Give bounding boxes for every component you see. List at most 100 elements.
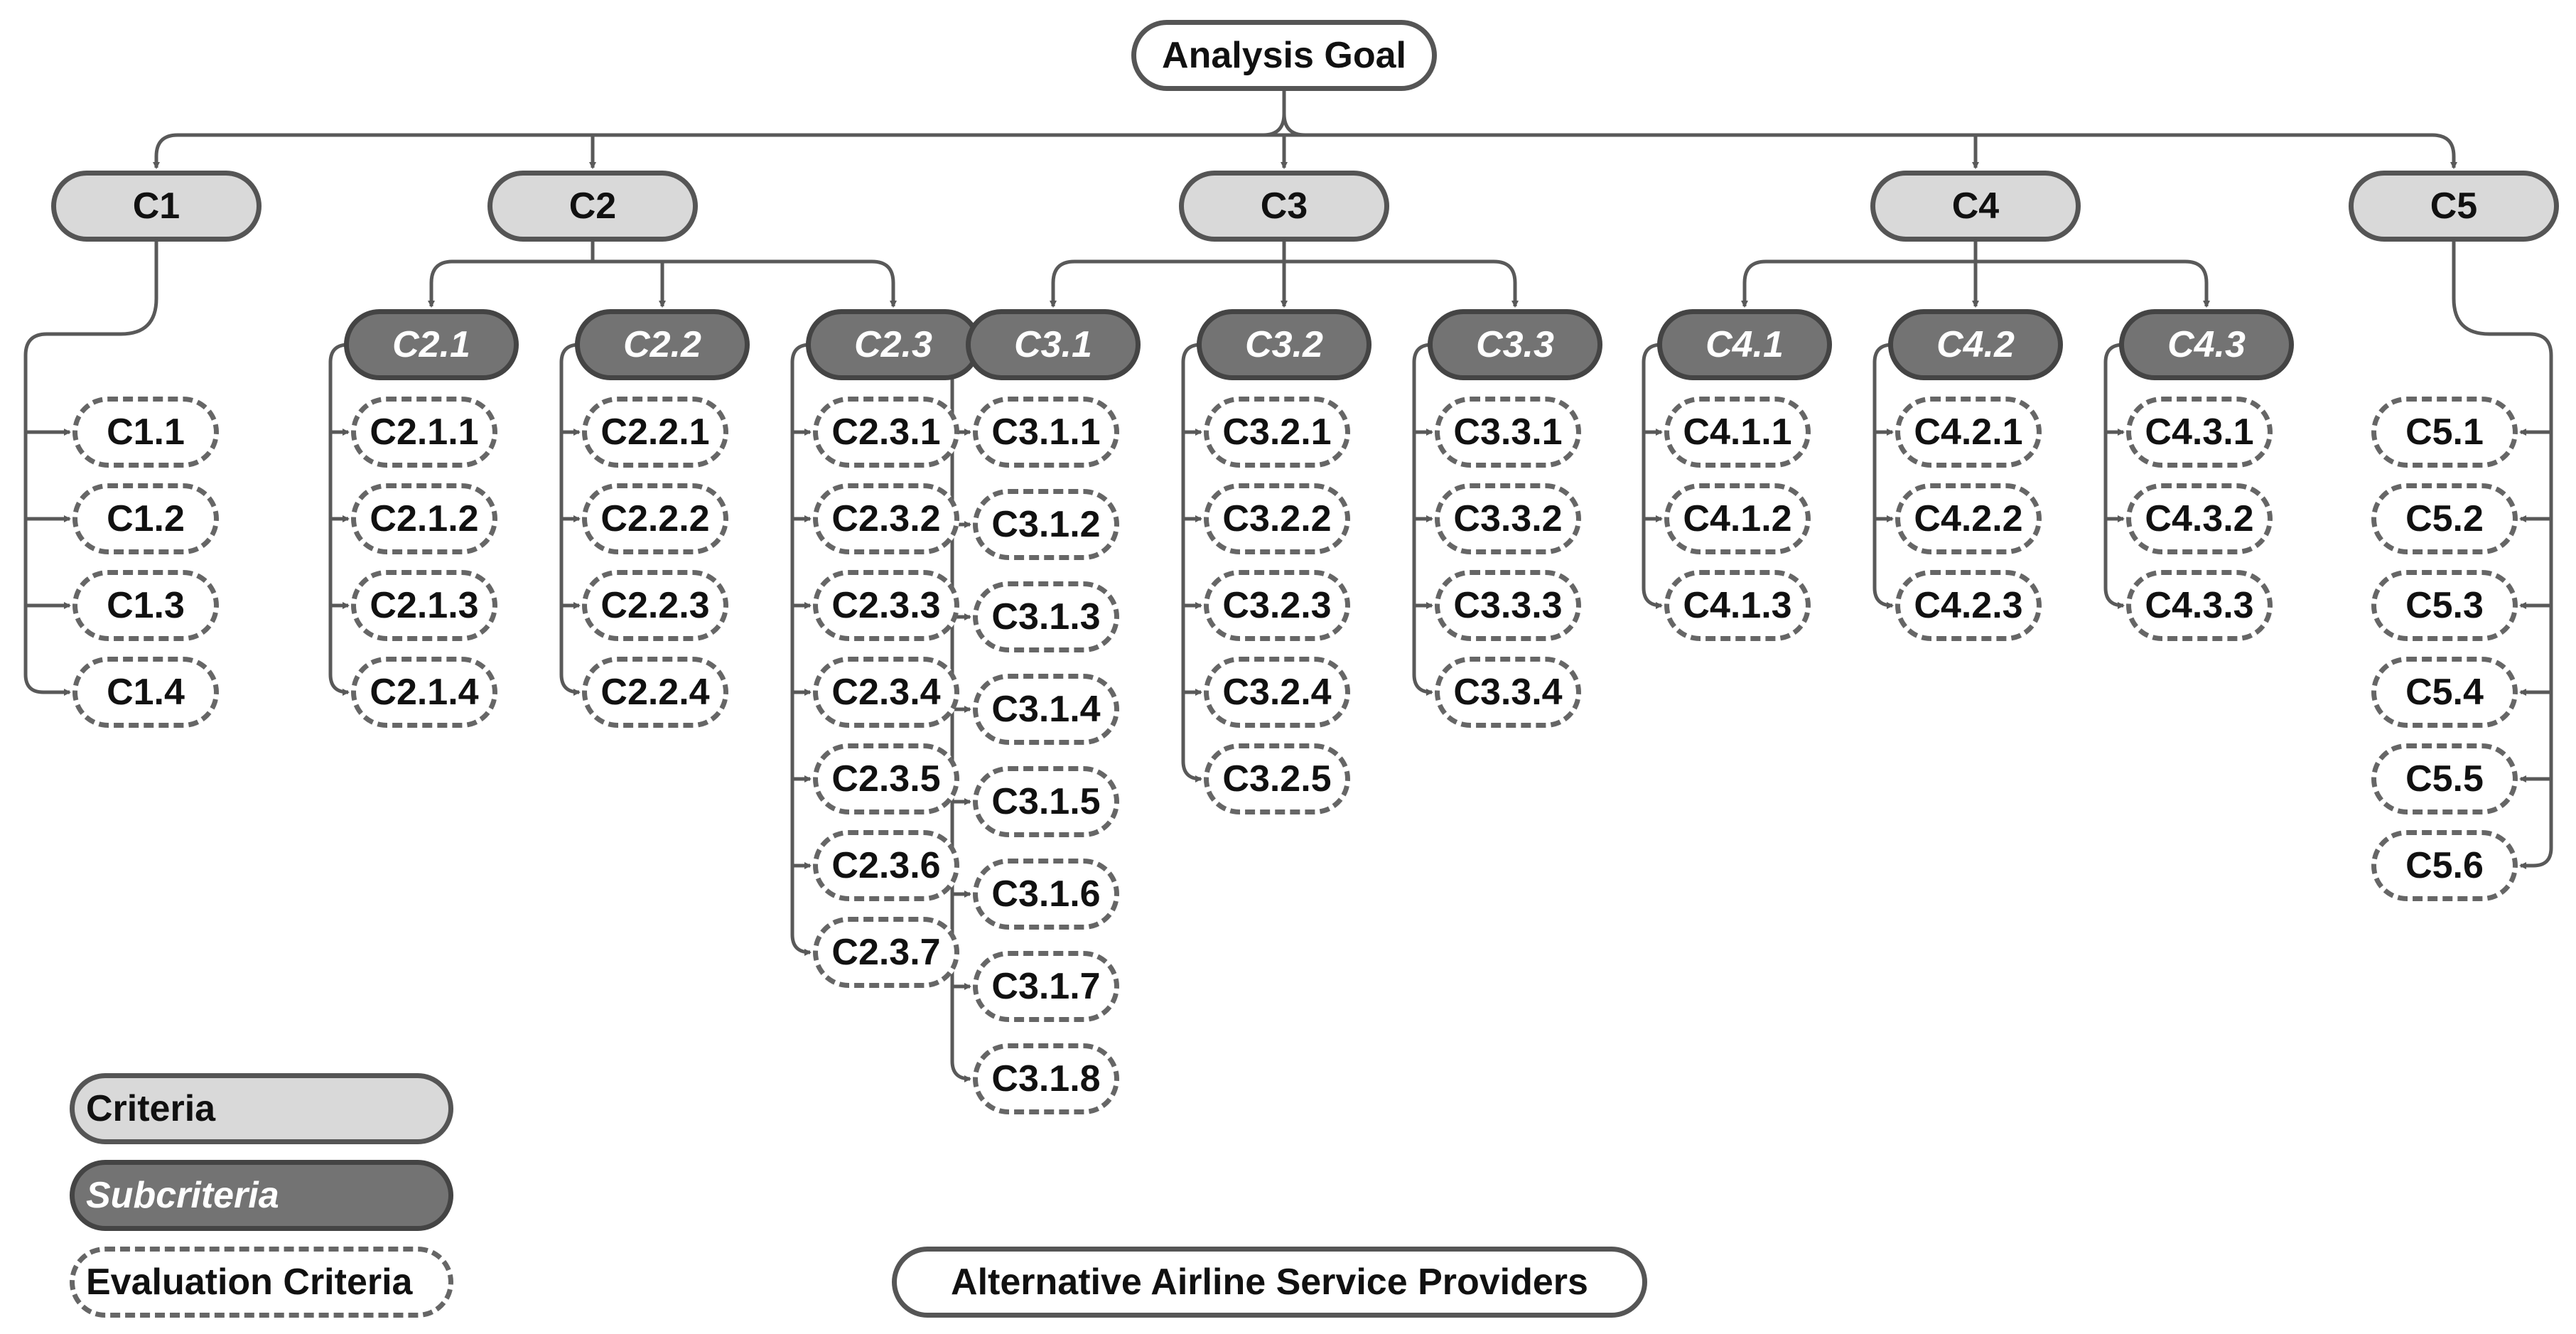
- arrow-to-c4-3: [2184, 259, 2210, 308]
- eval-node-c3-2-3: C3.2.3: [1204, 570, 1350, 641]
- eval-node-c3-2-1: C3.2.1: [1204, 397, 1350, 468]
- eval-node-c1-4: C1.4: [72, 657, 219, 728]
- subcriterion-node-c3-1: C3.1: [966, 309, 1141, 380]
- arrow-to-c3-2-5: [1181, 760, 1202, 782]
- analysis-goal-node: Analysis Goal: [1131, 20, 1437, 91]
- subcriterion-node-c3-2: C3.2: [1197, 309, 1371, 380]
- legend-subcriteria: Subcriteria: [70, 1160, 453, 1231]
- spine-c3-2: [1181, 343, 1202, 761]
- spine-c4-3: [2103, 343, 2124, 588]
- arrow-to-c4-3-3: [2103, 587, 2125, 609]
- spine-c1: [23, 242, 158, 674]
- eval-node-c1-3: C1.3: [72, 570, 219, 641]
- eval-node-c3-3-4: C3.3.4: [1435, 657, 1581, 728]
- criterion-node-c1: C1: [51, 171, 262, 242]
- eval-node-c1-2: C1.2: [72, 483, 219, 554]
- eval-node-c4-3-2: C4.3.2: [2126, 483, 2273, 554]
- subcriterion-node-c3-3: C3.3: [1428, 309, 1602, 380]
- arrow-to-c3-3: [1493, 259, 1519, 308]
- eval-node-c1-1: C1.1: [72, 397, 219, 468]
- eval-node-c3-1-2: C3.1.2: [973, 489, 1119, 560]
- arrow-to-c2-1: [428, 259, 453, 308]
- eval-node-c3-3-2: C3.3.2: [1435, 483, 1581, 554]
- eval-node-c2-1-1: C2.1.1: [351, 397, 497, 468]
- goal-curve-right: [1282, 113, 1306, 137]
- subcriterion-node-c4-2: C4.2: [1888, 309, 2063, 380]
- eval-node-c2-3-6: C2.3.6: [813, 830, 959, 901]
- eval-node-c3-1-6: C3.1.6: [973, 859, 1119, 930]
- arrow-to-c4-1-3: [1642, 587, 1663, 609]
- eval-node-c4-2-1: C4.2.1: [1895, 397, 2042, 468]
- criterion-node-c4: C4: [1870, 171, 2081, 242]
- criterion-node-c3: C3: [1179, 171, 1389, 242]
- eval-node-c2-3-4: C2.3.4: [813, 657, 959, 728]
- spine-c4-1: [1642, 343, 1662, 588]
- eval-node-c4-2-3: C4.2.3: [1895, 570, 2042, 641]
- arrow-to-c3-1: [1050, 259, 1075, 308]
- criterion-node-c2: C2: [487, 171, 698, 242]
- eval-node-c2-2-3: C2.2.3: [582, 570, 728, 641]
- eval-node-c5-4: C5.4: [2371, 657, 2518, 728]
- subcriterion-node-c2-2: C2.2: [575, 309, 750, 380]
- arrow-goal-to-c5: [2432, 133, 2457, 169]
- eval-node-c3-2-4: C3.2.4: [1204, 657, 1350, 728]
- arrow-to-c5-6: [2519, 847, 2553, 869]
- arrow-to-c3-3-4: [1412, 674, 1433, 696]
- eval-node-c5-3: C5.3: [2371, 570, 2518, 641]
- eval-node-c4-3-3: C4.3.3: [2126, 570, 2273, 641]
- arrow-to-c2-1-4: [328, 674, 350, 696]
- arrow-to-c2-2-4: [559, 674, 581, 696]
- eval-node-c2-1-4: C2.1.4: [351, 657, 497, 728]
- eval-node-c2-3-5: C2.3.5: [813, 743, 959, 814]
- subcriterion-node-c2-1: C2.1: [344, 309, 519, 380]
- eval-node-c4-1-1: C4.1.1: [1664, 397, 1811, 468]
- eval-node-c2-3-3: C2.3.3: [813, 570, 959, 641]
- spine-c5: [2452, 242, 2553, 848]
- subcriterion-node-c4-3: C4.3: [2119, 309, 2294, 380]
- arrow-to-c1-4: [23, 674, 71, 696]
- eval-node-c2-2-2: C2.2.2: [582, 483, 728, 554]
- eval-node-c3-2-2: C3.2.2: [1204, 483, 1350, 554]
- eval-node-c3-1-7: C3.1.7: [973, 951, 1119, 1022]
- eval-node-c3-1-4: C3.1.4: [973, 674, 1119, 745]
- subcriterion-node-c2-3: C2.3: [806, 309, 981, 380]
- eval-node-c3-3-3: C3.3.3: [1435, 570, 1581, 641]
- eval-node-c5-1: C5.1: [2371, 397, 2518, 468]
- alternatives-node: Alternative Airline Service Providers: [892, 1247, 1647, 1318]
- eval-node-c2-1-2: C2.1.2: [351, 483, 497, 554]
- eval-node-c3-3-1: C3.3.1: [1435, 397, 1581, 468]
- eval-node-c3-1-8: C3.1.8: [973, 1043, 1119, 1114]
- goal-curve-left: [1262, 113, 1286, 137]
- criterion-node-c5: C5: [2349, 171, 2559, 242]
- eval-node-c4-2-2: C4.2.2: [1895, 483, 2042, 554]
- legend-evaluation-criteria: Evaluation Criteria: [70, 1247, 453, 1318]
- arrow-to-c4-1: [1741, 259, 1767, 308]
- eval-node-c5-6: C5.6: [2371, 830, 2518, 901]
- arrow-to-c2-3: [871, 259, 897, 308]
- eval-node-c4-1-2: C4.1.2: [1664, 483, 1811, 554]
- spine-c2-2: [559, 343, 580, 674]
- eval-node-c3-1-5: C3.1.5: [973, 766, 1119, 837]
- eval-node-c5-2: C5.2: [2371, 483, 2518, 554]
- eval-node-c2-2-1: C2.2.1: [582, 397, 728, 468]
- eval-node-c2-3-1: C2.3.1: [813, 397, 959, 468]
- arrow-to-c2-3-7: [790, 934, 812, 956]
- eval-node-c2-2-4: C2.2.4: [582, 657, 728, 728]
- spine-c2-1: [328, 343, 349, 674]
- spine-c3-3: [1412, 343, 1433, 674]
- legend-criteria: Criteria: [70, 1073, 453, 1144]
- arrow-to-c4-2-3: [1872, 587, 1894, 609]
- eval-node-c3-1-1: C3.1.1: [973, 397, 1119, 468]
- eval-node-c2-1-3: C2.1.3: [351, 570, 497, 641]
- spine-c4-2: [1872, 343, 1893, 588]
- eval-node-c2-3-7: C2.3.7: [813, 917, 959, 988]
- eval-node-c2-3-2: C2.3.2: [813, 483, 959, 554]
- eval-node-c4-3-1: C4.3.1: [2126, 397, 2273, 468]
- arrow-to-c3-1-8: [950, 1060, 971, 1082]
- eval-node-c3-2-5: C3.2.5: [1204, 743, 1350, 814]
- eval-node-c4-1-3: C4.1.3: [1664, 570, 1811, 641]
- arrow-goal-to-c1: [153, 133, 178, 169]
- eval-node-c5-5: C5.5: [2371, 743, 2518, 814]
